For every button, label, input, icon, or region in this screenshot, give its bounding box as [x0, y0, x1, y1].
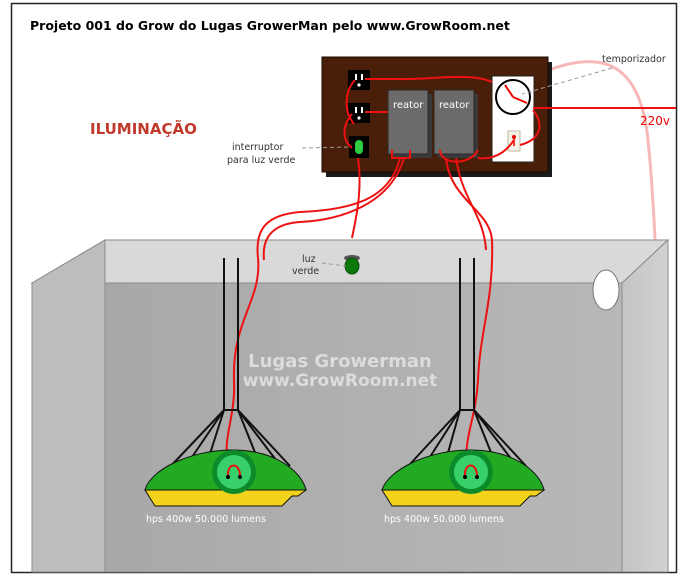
outlet-1: [348, 70, 370, 90]
wiring: [225, 75, 676, 469]
green-light-label-line1: luz: [302, 254, 316, 265]
ballast-left: reator: [387, 89, 432, 158]
switch-label-line1: interruptor: [232, 142, 283, 153]
lamp-left-label: hps 400w 50.000 lumens: [146, 514, 266, 525]
lamp-left: hps 400w 50.000 lumens: [144, 258, 308, 525]
grow-cabinet: [30, 238, 670, 573]
cabinet-back-wall: [104, 282, 623, 573]
ballast-left-label: reator: [393, 100, 424, 111]
green-indicator-light: [344, 255, 360, 275]
ballast-right-label: reator: [439, 100, 470, 111]
green-light-switch[interactable]: [349, 136, 369, 158]
cabinet-right-side: [621, 238, 669, 573]
watermark-site: www.GrowRoom.net: [243, 371, 438, 391]
page-title: Projeto 001 do Grow do Lugas GrowerMan p…: [30, 18, 510, 33]
green-light-label-line2: verde: [292, 266, 319, 277]
lamp-right-rim: [381, 489, 546, 507]
lamp-left-hangers: [149, 258, 291, 489]
timer: [491, 75, 535, 163]
lamp-right: hps 400w 50.000 lumens: [381, 258, 546, 525]
outlet-2: [348, 103, 370, 123]
watermark-name: Lugas Growerman: [248, 351, 432, 372]
switch-label-line2: para luz verde: [227, 155, 296, 166]
ballast-right: reator: [433, 89, 478, 158]
voltage-label: 220v: [640, 114, 670, 128]
cabinet-left-side: [31, 239, 106, 573]
lamp-left-rim: [144, 489, 308, 507]
control-board: reator reator: [321, 56, 552, 177]
vent-hole: [592, 269, 620, 311]
section-label: ILUMINAÇÃO: [90, 119, 197, 138]
lamp-left-bulb: [217, 455, 251, 489]
lamp-right-label: hps 400w 50.000 lumens: [384, 514, 504, 525]
lamp-right-bulb: [454, 455, 488, 489]
callout-lines: [301, 67, 613, 267]
timer-label: temporizador: [602, 54, 666, 65]
